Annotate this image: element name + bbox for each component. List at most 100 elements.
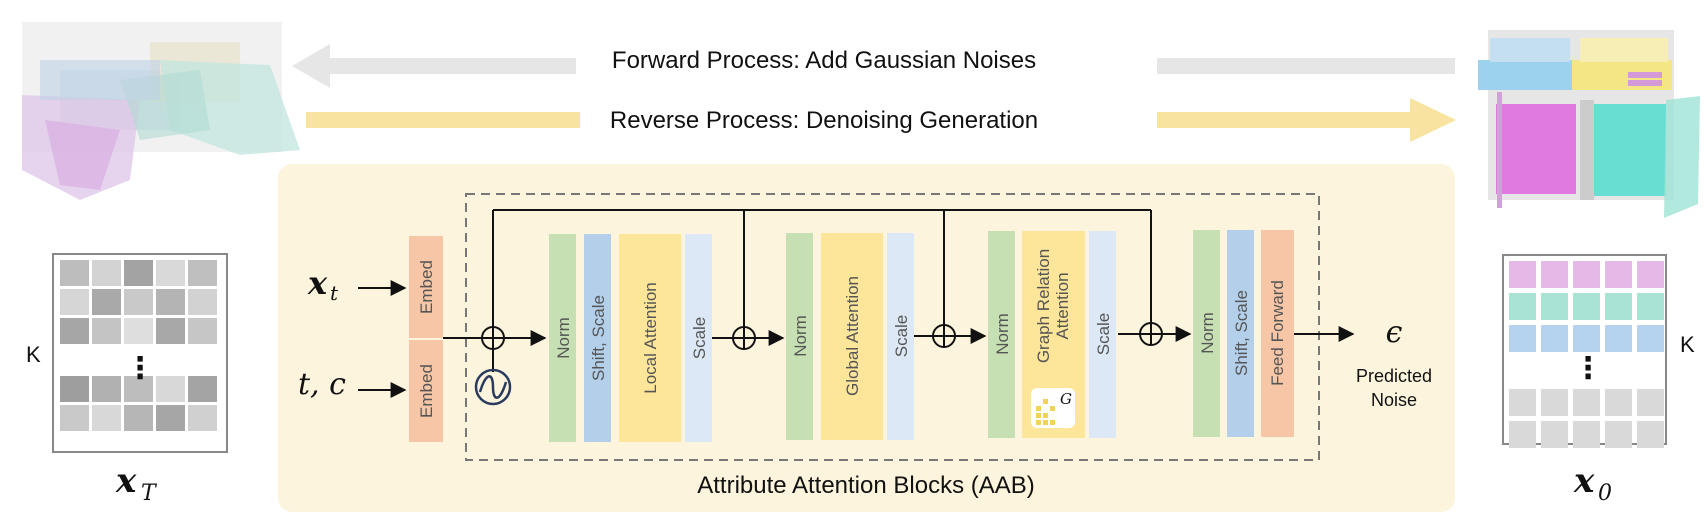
left-matrix-cell	[92, 376, 121, 402]
stage1-scale-label: Scale	[690, 317, 709, 360]
right-matrix-cell	[1573, 325, 1600, 352]
left-matrix-cell	[60, 289, 89, 315]
stage4-shift-scale-label: Shift, Scale	[1232, 290, 1251, 376]
output-label-line1: Predicted	[1356, 366, 1432, 386]
stage2-scale-block	[887, 233, 914, 440]
right-matrix-cell	[1509, 293, 1536, 320]
right-matrix-cell	[1605, 293, 1632, 320]
stage4-shift-scale-block	[1227, 230, 1254, 437]
wiring	[443, 209, 1355, 372]
stage2-global-attention-label: Global Attention	[843, 276, 862, 396]
left-matrix-cell	[188, 405, 217, 431]
stage3-norm-label: Norm	[993, 313, 1012, 355]
stage4-norm-block	[1193, 230, 1220, 437]
graph-icon: G	[1031, 388, 1075, 428]
left-matrix-cell	[188, 376, 217, 402]
reverse-process-label: Reverse Process: Denoising Generation	[610, 107, 1038, 134]
left-matrix-cell	[124, 318, 153, 344]
stage1-shift-scale-label: Shift, Scale	[589, 295, 608, 381]
forward-process-label: Forward Process: Add Gaussian Noises	[612, 47, 1036, 74]
stage3-attention-label-line2: Attention	[1053, 272, 1072, 339]
left-matrix-cell	[156, 260, 185, 286]
stage4-feed-forward-label: Feed Forward	[1268, 280, 1287, 386]
right-matrix-cell	[1605, 325, 1632, 352]
output-label-line2: Noise	[1371, 390, 1417, 410]
left-matrix-cell	[156, 376, 185, 402]
sinusoid-icon	[474, 368, 512, 406]
stage1-local-attention-label: Local Attention	[641, 282, 660, 394]
embed-label-tc: Embed	[417, 364, 436, 418]
reverse-arrow-left-segment	[306, 112, 580, 128]
right-matrix-cell	[1541, 389, 1568, 416]
left-matrix-cell	[156, 405, 185, 431]
left-matrix-cell	[60, 405, 89, 431]
right-k-label: K	[1680, 332, 1695, 357]
stage2-norm-label: Norm	[791, 315, 810, 357]
right-matrix-cell	[1573, 421, 1600, 448]
right-matrix-cell	[1637, 421, 1664, 448]
left-matrix-cell	[92, 405, 121, 431]
left-matrix-caption: x	[115, 461, 137, 501]
sum-node-1	[481, 326, 505, 350]
left-matrix-cell	[60, 260, 89, 286]
stage3-scale-label: Scale	[1094, 313, 1113, 356]
right-matrix-cell	[1541, 261, 1568, 288]
right-matrix-caption: x	[1573, 461, 1595, 501]
stage1-norm-label: Norm	[554, 317, 573, 359]
reverse-arrow-head	[1410, 98, 1456, 142]
right-matrix-cell	[1637, 261, 1664, 288]
clean-3d-object-image	[1478, 30, 1700, 218]
right-matrix-cell	[1541, 325, 1568, 352]
right-matrix-cell	[1605, 389, 1632, 416]
left-matrix-cell	[124, 289, 153, 315]
reverse-arrow-right-segment	[1157, 112, 1413, 128]
output-epsilon: ϵ	[1386, 315, 1403, 350]
sum-node-3	[932, 324, 956, 348]
right-matrix-cell	[1573, 389, 1600, 416]
right-matrix-cell	[1637, 389, 1664, 416]
left-k-label: K	[26, 342, 41, 367]
input-xt-label: x	[307, 264, 328, 302]
noisy-3d-object-image	[22, 22, 300, 200]
left-matrix-cell	[156, 318, 185, 344]
stage4-feed-forward-block	[1261, 230, 1294, 437]
forward-arrow-head	[292, 44, 330, 88]
right-matrix-cell	[1605, 261, 1632, 288]
right-matrix-cell	[1509, 325, 1536, 352]
input-xt-sub: t	[330, 281, 339, 305]
left-matrix-caption-sub: T	[141, 481, 158, 506]
stage3-norm-block	[988, 231, 1015, 438]
right-matrix-cell	[1605, 421, 1632, 448]
input-tc-label: t, c	[298, 367, 346, 402]
stage2-norm-block	[786, 233, 813, 440]
forward-arrow-right-segment	[1157, 58, 1455, 74]
left-matrix-ellipsis: ⋮	[125, 351, 155, 386]
right-matrix-caption-sub: 0	[1598, 481, 1612, 506]
embed-label-xt: Embed	[417, 260, 436, 314]
stage2-global-attention-block	[821, 233, 883, 440]
right-matrix-cell	[1509, 261, 1536, 288]
left-matrix-cell	[92, 260, 121, 286]
reverse-process-arrow	[306, 98, 1456, 142]
embed-block-xt	[409, 236, 443, 338]
right-matrix-cell	[1541, 293, 1568, 320]
left-matrix-cell	[156, 289, 185, 315]
right-matrix-cell	[1573, 261, 1600, 288]
left-matrix-cell	[60, 318, 89, 344]
stage3-attention-label-line1: Graph Relation	[1034, 249, 1053, 363]
left-matrix-cell	[124, 260, 153, 286]
stage1-scale-block	[685, 234, 712, 442]
left-matrix-cell	[188, 318, 217, 344]
forward-arrow-left-segment	[318, 58, 576, 74]
graph-icon-symbol: G	[1060, 390, 1072, 408]
stage3-scale-block	[1089, 231, 1116, 438]
right-matrix-cell	[1509, 421, 1536, 448]
right-matrix-cell	[1509, 389, 1536, 416]
right-matrix-cell	[1637, 325, 1664, 352]
right-matrix	[1502, 254, 1667, 448]
right-matrix-ellipsis: ⋮	[1573, 351, 1603, 386]
left-matrix-cell	[124, 376, 153, 402]
stage2-scale-label: Scale	[892, 315, 911, 358]
aab-dashed-frame	[465, 193, 1320, 461]
